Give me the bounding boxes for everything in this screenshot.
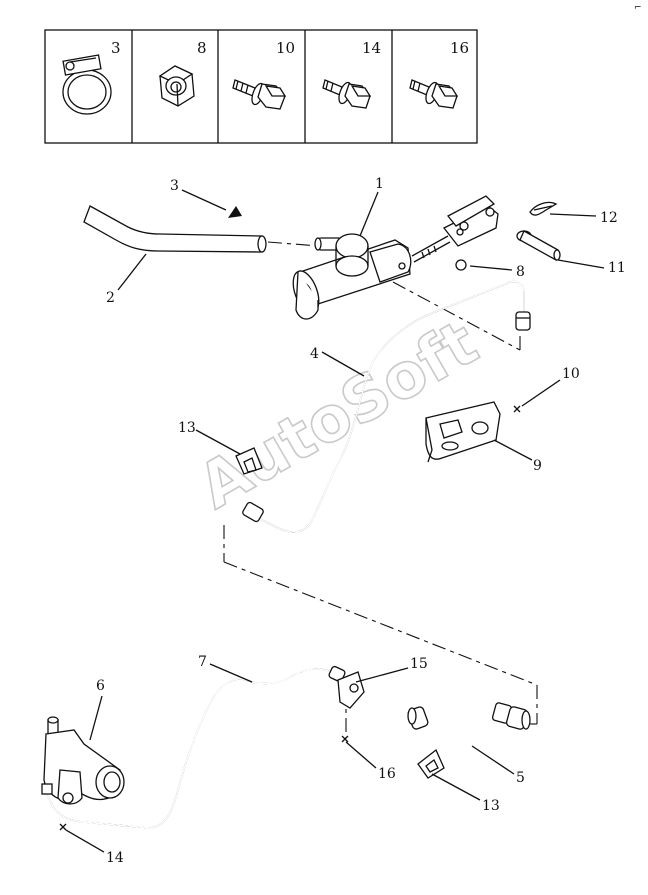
legend-number: 3	[111, 39, 121, 57]
callout-9: 9	[533, 458, 542, 474]
callout-6: 6	[96, 678, 105, 694]
clutch-master-cylinder	[292, 195, 499, 320]
legend-number: 14	[362, 39, 381, 57]
callout-14: 14	[106, 850, 124, 866]
pipe-bracket	[425, 401, 501, 463]
legend-number: 8	[197, 39, 207, 57]
callout-7: 7	[198, 654, 207, 670]
callout-11: 11	[608, 260, 626, 276]
legend-cell-14: 14	[322, 39, 381, 109]
corner-mark: ⌐	[634, 3, 642, 13]
legend-number: 16	[450, 39, 469, 57]
legend-cell-16: 16	[409, 39, 469, 109]
pipe-clip-lower	[417, 748, 445, 779]
callout-13-lower: 13	[482, 798, 500, 814]
callout-13-upper: 13	[178, 420, 196, 436]
reservoir-hose	[83, 205, 267, 253]
cotter-pin	[529, 201, 558, 216]
clutch-pipe-upper	[242, 280, 531, 533]
flexible-hose	[407, 685, 531, 746]
callout-2: 2	[106, 290, 115, 306]
leader-lines	[65, 189, 605, 853]
callout-16: 16	[378, 766, 396, 782]
callout-1: 1	[375, 176, 384, 192]
direction-arrow-icon	[228, 206, 242, 218]
callout-12: 12	[600, 210, 618, 226]
flange-bolt-icon	[322, 79, 372, 109]
clevis-pin	[516, 230, 561, 262]
callout-10: 10	[562, 366, 580, 382]
callout-5: 5	[516, 770, 525, 786]
pipe-clip-upper	[235, 447, 263, 475]
callout-3: 3	[170, 178, 179, 194]
legend-box: 3 8 10	[44, 29, 478, 144]
callout-4: 4	[310, 346, 319, 362]
flange-bolt-icon	[409, 79, 459, 109]
legend-cell-10: 10	[232, 39, 295, 110]
callout-15: 15	[410, 656, 428, 672]
clutch-pipe-lower	[45, 665, 346, 829]
callout-numbers: 1 2 3 4 5 6 7 8 9 10 11 12 13 13 14 15 1…	[96, 176, 626, 866]
bolt-location-marks	[59, 405, 521, 831]
flange-bolt-icon	[232, 79, 287, 110]
hex-nut-icon	[158, 65, 195, 107]
legend-cell-8: 8	[158, 39, 207, 107]
legend-number: 10	[276, 39, 295, 57]
nut	[455, 259, 467, 271]
legend-cell-3: 3	[62, 39, 121, 115]
assembly-dash-lines	[223, 241, 538, 738]
callout-8: 8	[516, 264, 525, 280]
hose-clamp-icon	[62, 54, 112, 115]
clutch-slave-cylinder	[41, 716, 125, 805]
